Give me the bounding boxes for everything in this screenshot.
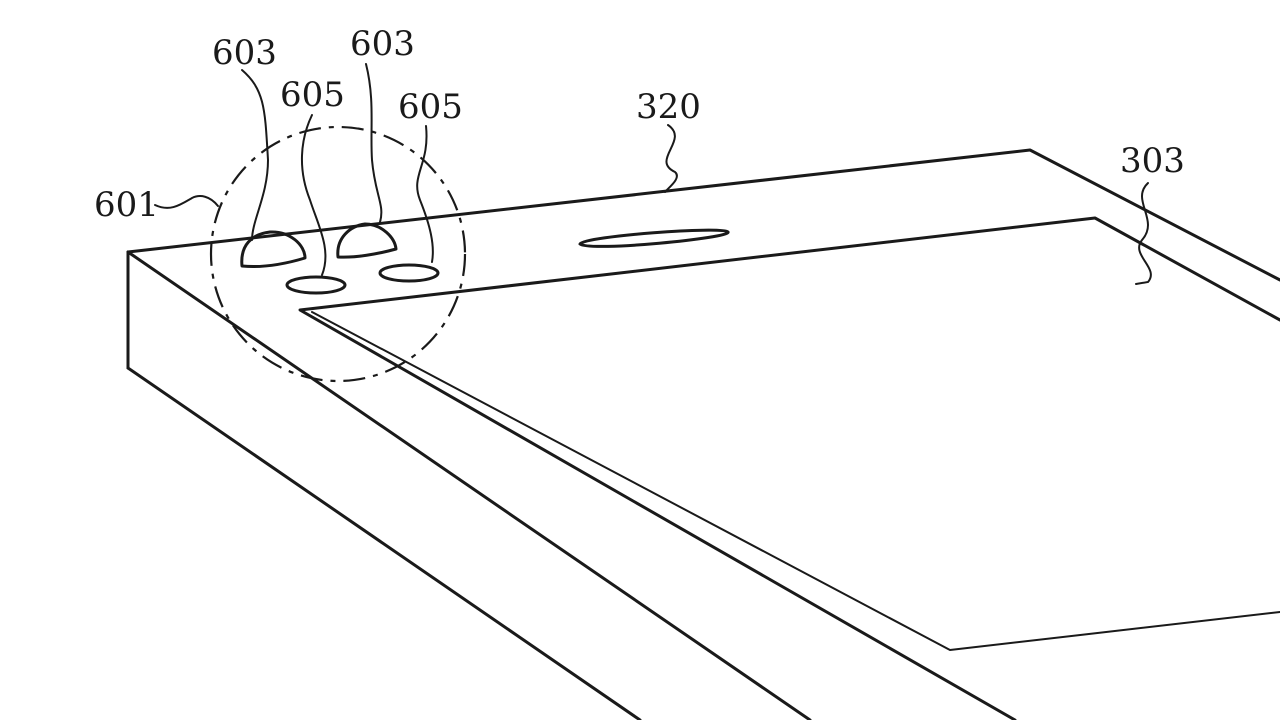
detector-right (378, 263, 440, 283)
label-605-right: 605 (398, 87, 463, 127)
leader-605-left (301, 114, 327, 276)
label-320: 320 (636, 87, 701, 127)
leader-lines (154, 63, 1152, 285)
detector-left (285, 275, 347, 295)
display-panel (311, 311, 1280, 651)
label-603-right: 603 (350, 24, 415, 64)
label-603-left: 603 (212, 33, 277, 73)
sensor-region-circle (209, 125, 467, 383)
leader-601 (154, 195, 219, 209)
leader-603-left (241, 69, 270, 241)
label-303: 303 (1120, 141, 1185, 181)
leader-303 (1135, 182, 1152, 285)
housing-bottom-front-edge (126, 366, 642, 720)
housing-top-outer-edge (126, 148, 1280, 282)
leader-605-right (416, 125, 434, 263)
speaker-slot (578, 228, 730, 248)
emitter-right (336, 222, 398, 259)
leader-603-right (365, 63, 383, 223)
display-border (311, 311, 1280, 651)
housing-top-front-edge (126, 250, 812, 720)
reference-numerals: 320 303 601 603 603 605 605 (94, 24, 1185, 225)
leader-320 (664, 124, 678, 193)
label-601: 601 (94, 185, 159, 225)
device-housing (126, 148, 1280, 720)
housing-inner-rim (298, 216, 1280, 720)
emitter-left (240, 230, 307, 268)
label-605-left: 605 (280, 75, 345, 115)
